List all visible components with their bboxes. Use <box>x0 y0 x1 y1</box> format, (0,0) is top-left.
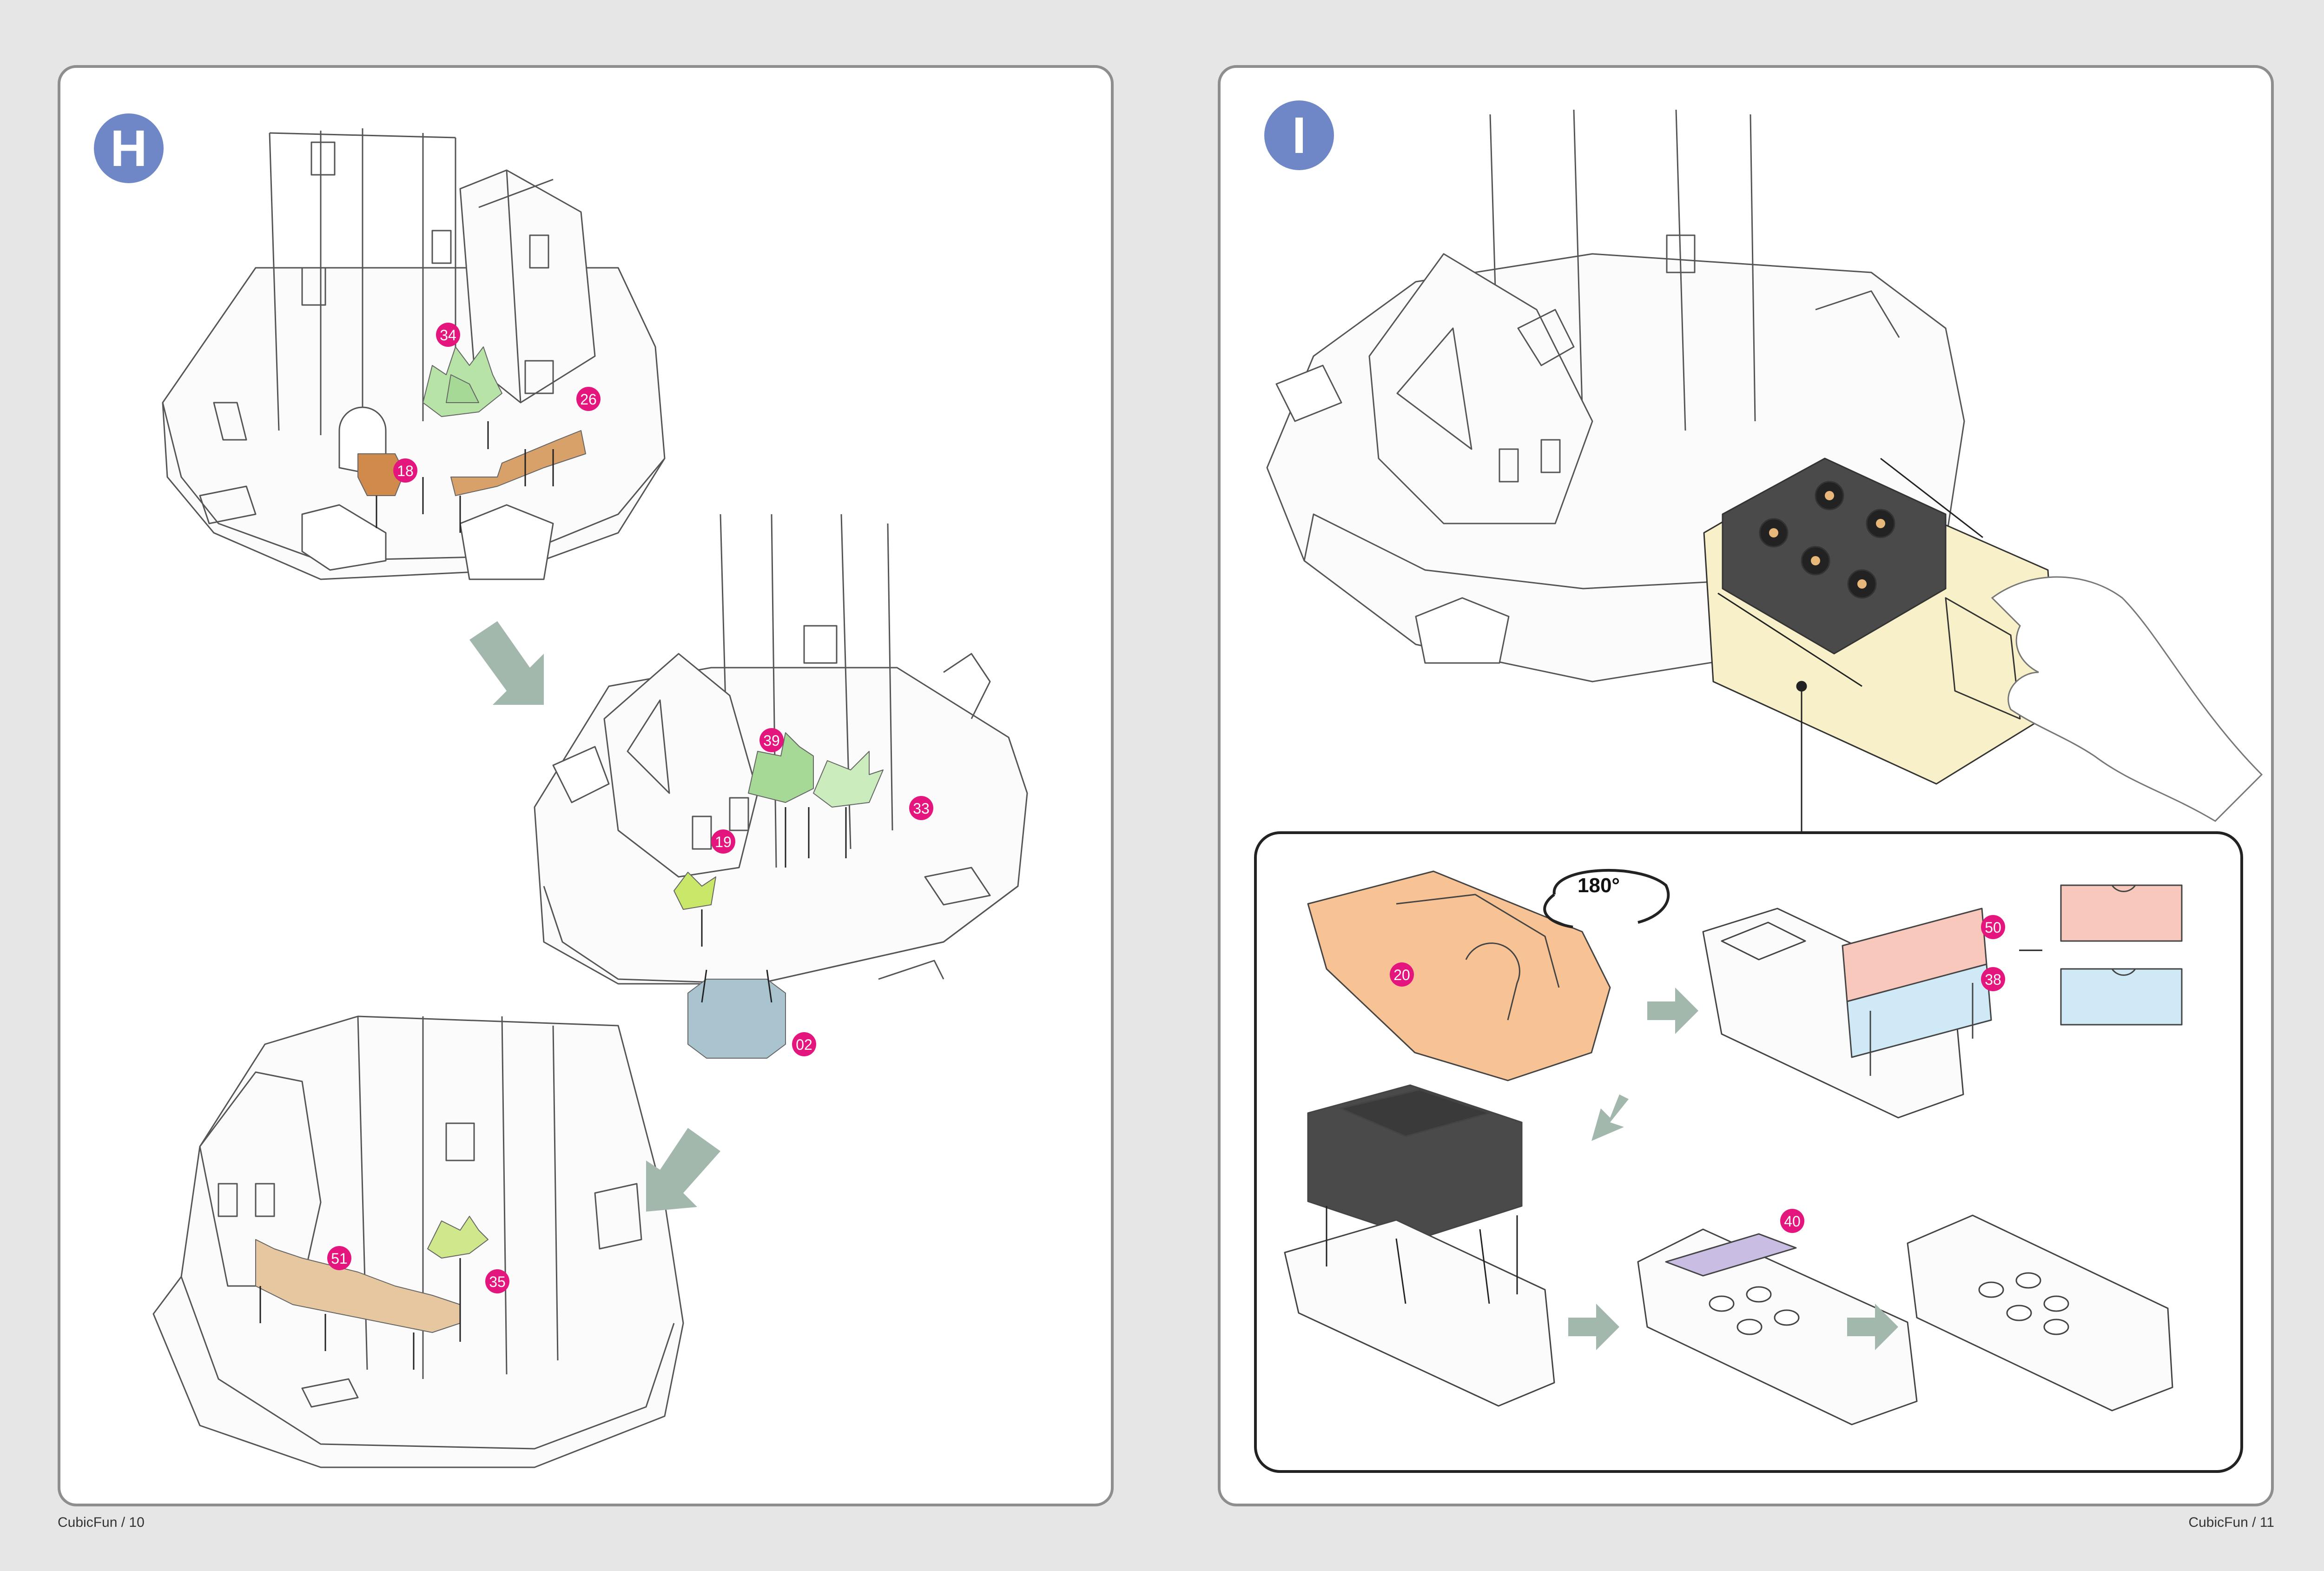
part-tag: 20 <box>1390 962 1414 987</box>
rotate-arrow-icon <box>1543 869 1670 928</box>
step-badge-i: I <box>1264 100 1334 170</box>
step-i-main-illustration <box>1266 109 2263 835</box>
svg-text:35: 35 <box>489 1273 506 1290</box>
flow-arrow-icon <box>469 621 720 1212</box>
svg-text:26: 26 <box>580 391 597 408</box>
lighthouse-base-view-2 <box>534 514 1028 985</box>
svg-text:20: 20 <box>1393 967 1410 983</box>
footer-page-left: CubicFun / 10 <box>58 1515 145 1530</box>
svg-text:02: 02 <box>796 1036 812 1053</box>
inset-illustrations: 20 50 38 40 <box>1284 869 2183 1425</box>
part-tags-h: 34 26 18 39 33 19 02 51 35 <box>327 323 933 1293</box>
part-tag: 35 <box>485 1269 509 1293</box>
part-tag: 02 <box>792 1032 816 1056</box>
part-tag: 39 <box>759 728 784 752</box>
svg-text:51: 51 <box>331 1250 348 1267</box>
rotation-label: 180° <box>1578 874 1620 897</box>
svg-text:39: 39 <box>763 732 780 749</box>
svg-text:50: 50 <box>1985 919 2001 936</box>
svg-text:40: 40 <box>1784 1213 1801 1230</box>
svg-text:33: 33 <box>913 800 930 817</box>
flow-arrow-icon <box>1568 988 1898 1350</box>
step-h-illustrations: 34 26 18 39 33 19 02 51 35 <box>152 128 1028 1468</box>
step-i-panel: I <box>1218 65 2274 1506</box>
footer-page-right: CubicFun / 11 <box>2188 1515 2274 1530</box>
battery-tray <box>1703 457 2058 785</box>
lighthouse-base-view-3 <box>152 1015 684 1468</box>
part-tag: 19 <box>711 829 735 854</box>
part-tags-inset: 20 50 38 40 <box>1390 915 2005 1233</box>
part-tag: 51 <box>327 1246 351 1270</box>
step-badge-h: H <box>94 113 164 183</box>
part-tag: 50 <box>1981 915 2005 939</box>
step-h-panel: H <box>58 65 1114 1506</box>
part-tag: 34 <box>436 323 460 347</box>
part-tag: 40 <box>1780 1209 1804 1233</box>
hand-icon <box>1991 576 2263 822</box>
svg-text:19: 19 <box>715 834 732 850</box>
svg-text:38: 38 <box>1985 971 2001 988</box>
part-tag: 33 <box>909 796 933 820</box>
svg-text:18: 18 <box>397 463 414 479</box>
inset-detail-box: 20 50 38 40 180° <box>1254 831 2243 1473</box>
part-tag: 38 <box>1981 967 2005 991</box>
part-tag: 18 <box>393 458 417 483</box>
svg-text:34: 34 <box>440 327 456 344</box>
part-tag: 26 <box>576 387 601 411</box>
lighthouse-base-view-1 <box>162 128 666 580</box>
